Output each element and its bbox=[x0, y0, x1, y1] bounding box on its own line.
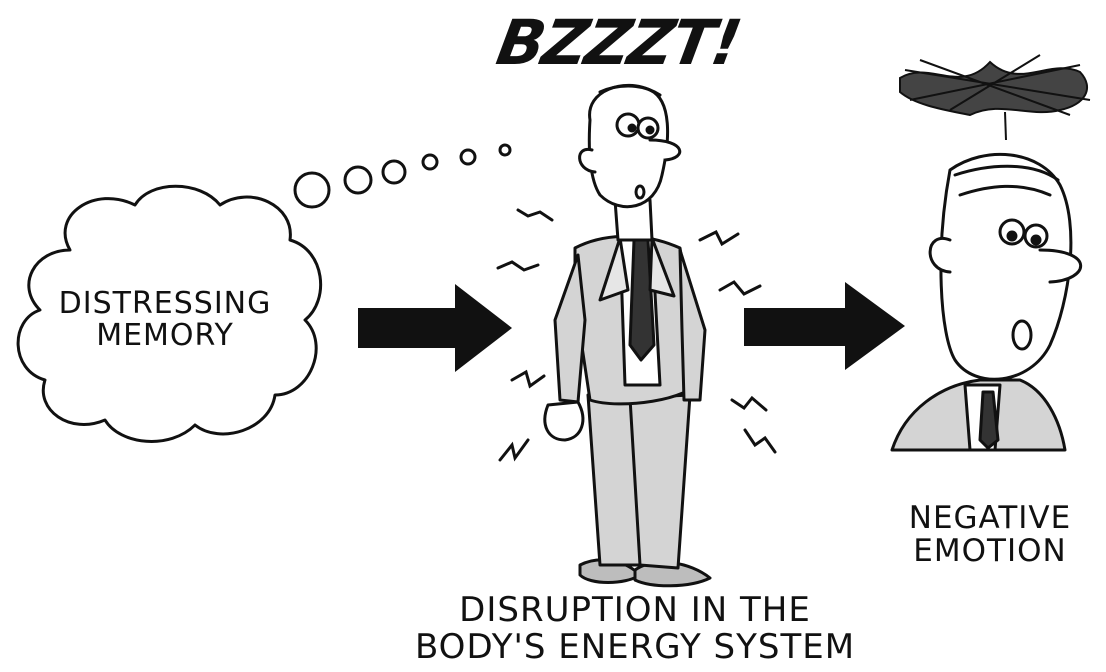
arrow-right-icon bbox=[358, 284, 512, 372]
label-line: DISTRESSING bbox=[58, 286, 272, 321]
standing-man-icon bbox=[543, 84, 712, 588]
scribble-cloud-icon bbox=[899, 54, 1091, 141]
label-line: DISRUPTION IN THE bbox=[459, 590, 811, 630]
label-line: MEMORY bbox=[96, 318, 234, 354]
bzzzt-exclamation: BZZZT! bbox=[491, 6, 746, 79]
stage-label-memory: DISTRESSING MEMORY bbox=[30, 286, 300, 354]
energy-zap-lines bbox=[496, 208, 777, 462]
man-head-icon bbox=[890, 152, 1083, 452]
thought-cloud-icon bbox=[16, 143, 512, 443]
label-line: EMOTION bbox=[913, 533, 1067, 570]
label-line: NEGATIVE bbox=[908, 500, 1072, 536]
stage-label-emotion: NEGATIVE EMOTION bbox=[890, 500, 1090, 570]
label-line: BODY'S ENERGY SYSTEM bbox=[414, 626, 856, 667]
arrow-right-icon bbox=[744, 282, 905, 370]
stage-label-disruption: DISRUPTION IN THE BODY'S ENERGY SYSTEM bbox=[395, 592, 875, 665]
